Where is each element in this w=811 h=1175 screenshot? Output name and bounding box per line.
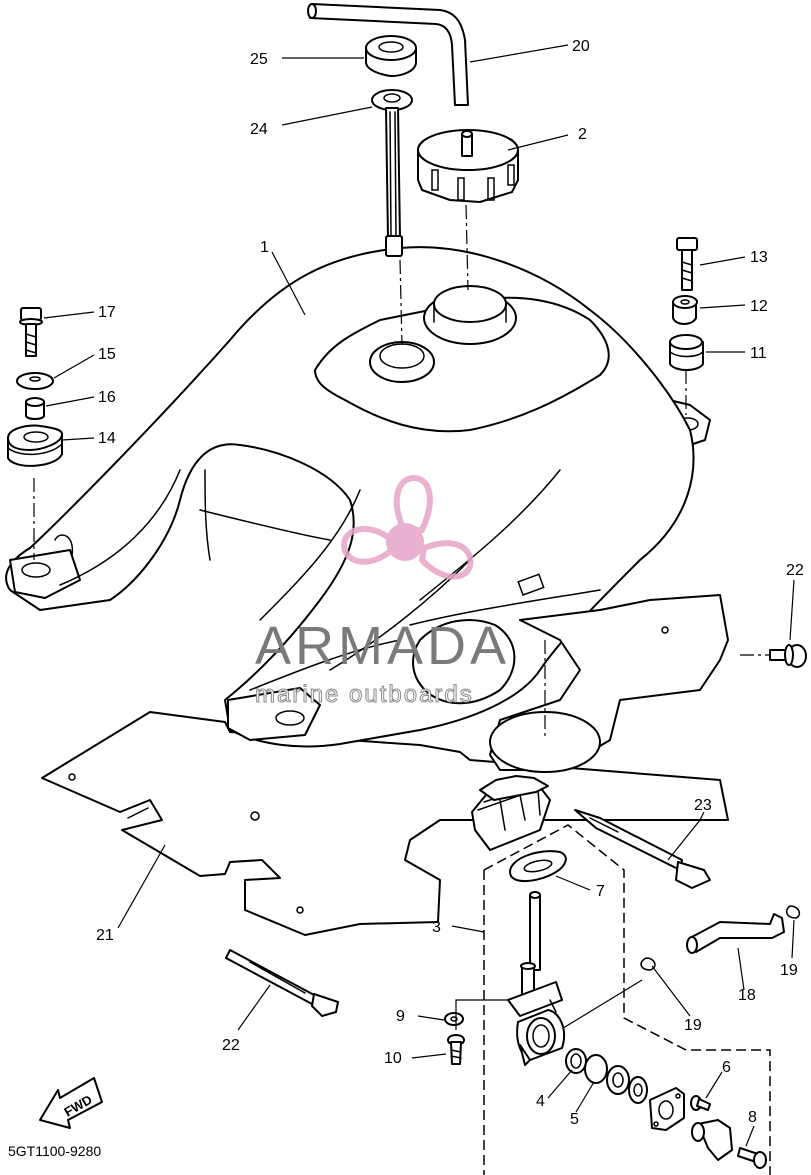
part-clamp-block bbox=[471, 775, 551, 851]
callout-24: 23 bbox=[694, 797, 712, 814]
callout-12: 12 bbox=[750, 298, 768, 315]
callout-7: 7 bbox=[596, 883, 605, 900]
diagram-code: 5GT1100-9280 bbox=[8, 1143, 101, 1159]
part-screw-23 bbox=[769, 644, 807, 668]
part-collar-12 bbox=[672, 295, 698, 325]
callout-labels: 25 24 20 2 1 13 12 11 17 15 16 14 22 23 … bbox=[96, 38, 804, 1128]
callout-19a: 19 bbox=[684, 1017, 702, 1034]
part-bolt-17 bbox=[19, 307, 43, 357]
callout-25: 24 bbox=[250, 121, 268, 138]
part-gasket-7 bbox=[509, 850, 567, 882]
fwd-arrow-icon: FWD bbox=[39, 1077, 103, 1129]
part-packing-5 bbox=[584, 1054, 608, 1084]
callout-19b: 19 bbox=[780, 962, 798, 979]
part-grommet bbox=[365, 35, 417, 77]
callout-18: 18 bbox=[738, 987, 756, 1004]
part-damper-11 bbox=[669, 334, 704, 371]
part-base-plate bbox=[41, 711, 729, 936]
part-damper-14 bbox=[7, 424, 63, 467]
callout-6: 6 bbox=[722, 1059, 731, 1076]
assembly-center-lines bbox=[33, 204, 770, 740]
callout-17: 17 bbox=[98, 304, 116, 321]
callout-13: 13 bbox=[750, 249, 768, 266]
part-hose-clip-19a bbox=[640, 957, 656, 971]
part-cock-lever bbox=[606, 1065, 648, 1104]
part-collar-16 bbox=[25, 397, 45, 420]
armada-watermark: ARMADA marine outboards bbox=[255, 474, 510, 709]
part-washer-9 bbox=[444, 1012, 464, 1026]
part-fuel-cock bbox=[507, 891, 566, 1066]
callout-3: 3 bbox=[432, 919, 441, 936]
callout-4: 4 bbox=[536, 1093, 545, 1110]
part-fuel-hose-18 bbox=[686, 913, 785, 954]
callout-9: 9 bbox=[396, 1008, 405, 1025]
callout-2: 2 bbox=[578, 126, 587, 143]
part-hose-clip-19b bbox=[785, 905, 801, 919]
watermark-brand: ARMADA bbox=[255, 616, 510, 676]
propeller-logo-icon bbox=[340, 474, 474, 580]
callout-5: 5 bbox=[570, 1111, 579, 1128]
callout-23: 22 bbox=[786, 562, 804, 579]
callout-20: 20 bbox=[572, 38, 590, 55]
callout-leaders bbox=[43, 44, 795, 1147]
part-cock-plate bbox=[649, 1087, 685, 1131]
callout-11: 11 bbox=[750, 345, 767, 362]
part-support-bracket bbox=[489, 594, 729, 773]
callout-1: 1 bbox=[260, 239, 269, 256]
part-fuel-cap bbox=[417, 129, 519, 203]
part-o-ring-4 bbox=[565, 1048, 587, 1074]
callout-22: 22 bbox=[222, 1037, 240, 1054]
part-cock-knob bbox=[691, 1119, 733, 1161]
callout-21: 21 bbox=[96, 927, 114, 944]
callout-14: 14 bbox=[98, 430, 116, 447]
watermark-tagline: marine outboards bbox=[255, 681, 474, 708]
part-screw-6 bbox=[690, 1095, 711, 1111]
part-cable-tie-24 bbox=[574, 809, 711, 889]
part-screw-8 bbox=[737, 1147, 767, 1169]
callout-8: 8 bbox=[748, 1109, 757, 1126]
callout-16: 16 bbox=[98, 389, 116, 406]
part-breather-hose bbox=[307, 3, 469, 106]
part-fuel-cock-assembly bbox=[483, 824, 771, 1175]
part-bolt-13 bbox=[676, 237, 698, 291]
callout-26: 25 bbox=[250, 51, 268, 68]
part-cable-tie-22 bbox=[225, 949, 339, 1017]
part-screw-10 bbox=[447, 1034, 465, 1065]
callout-10: 10 bbox=[384, 1050, 402, 1067]
callout-15: 15 bbox=[98, 346, 116, 363]
part-fuel-gauge bbox=[371, 89, 413, 257]
part-washer-15 bbox=[16, 372, 54, 390]
